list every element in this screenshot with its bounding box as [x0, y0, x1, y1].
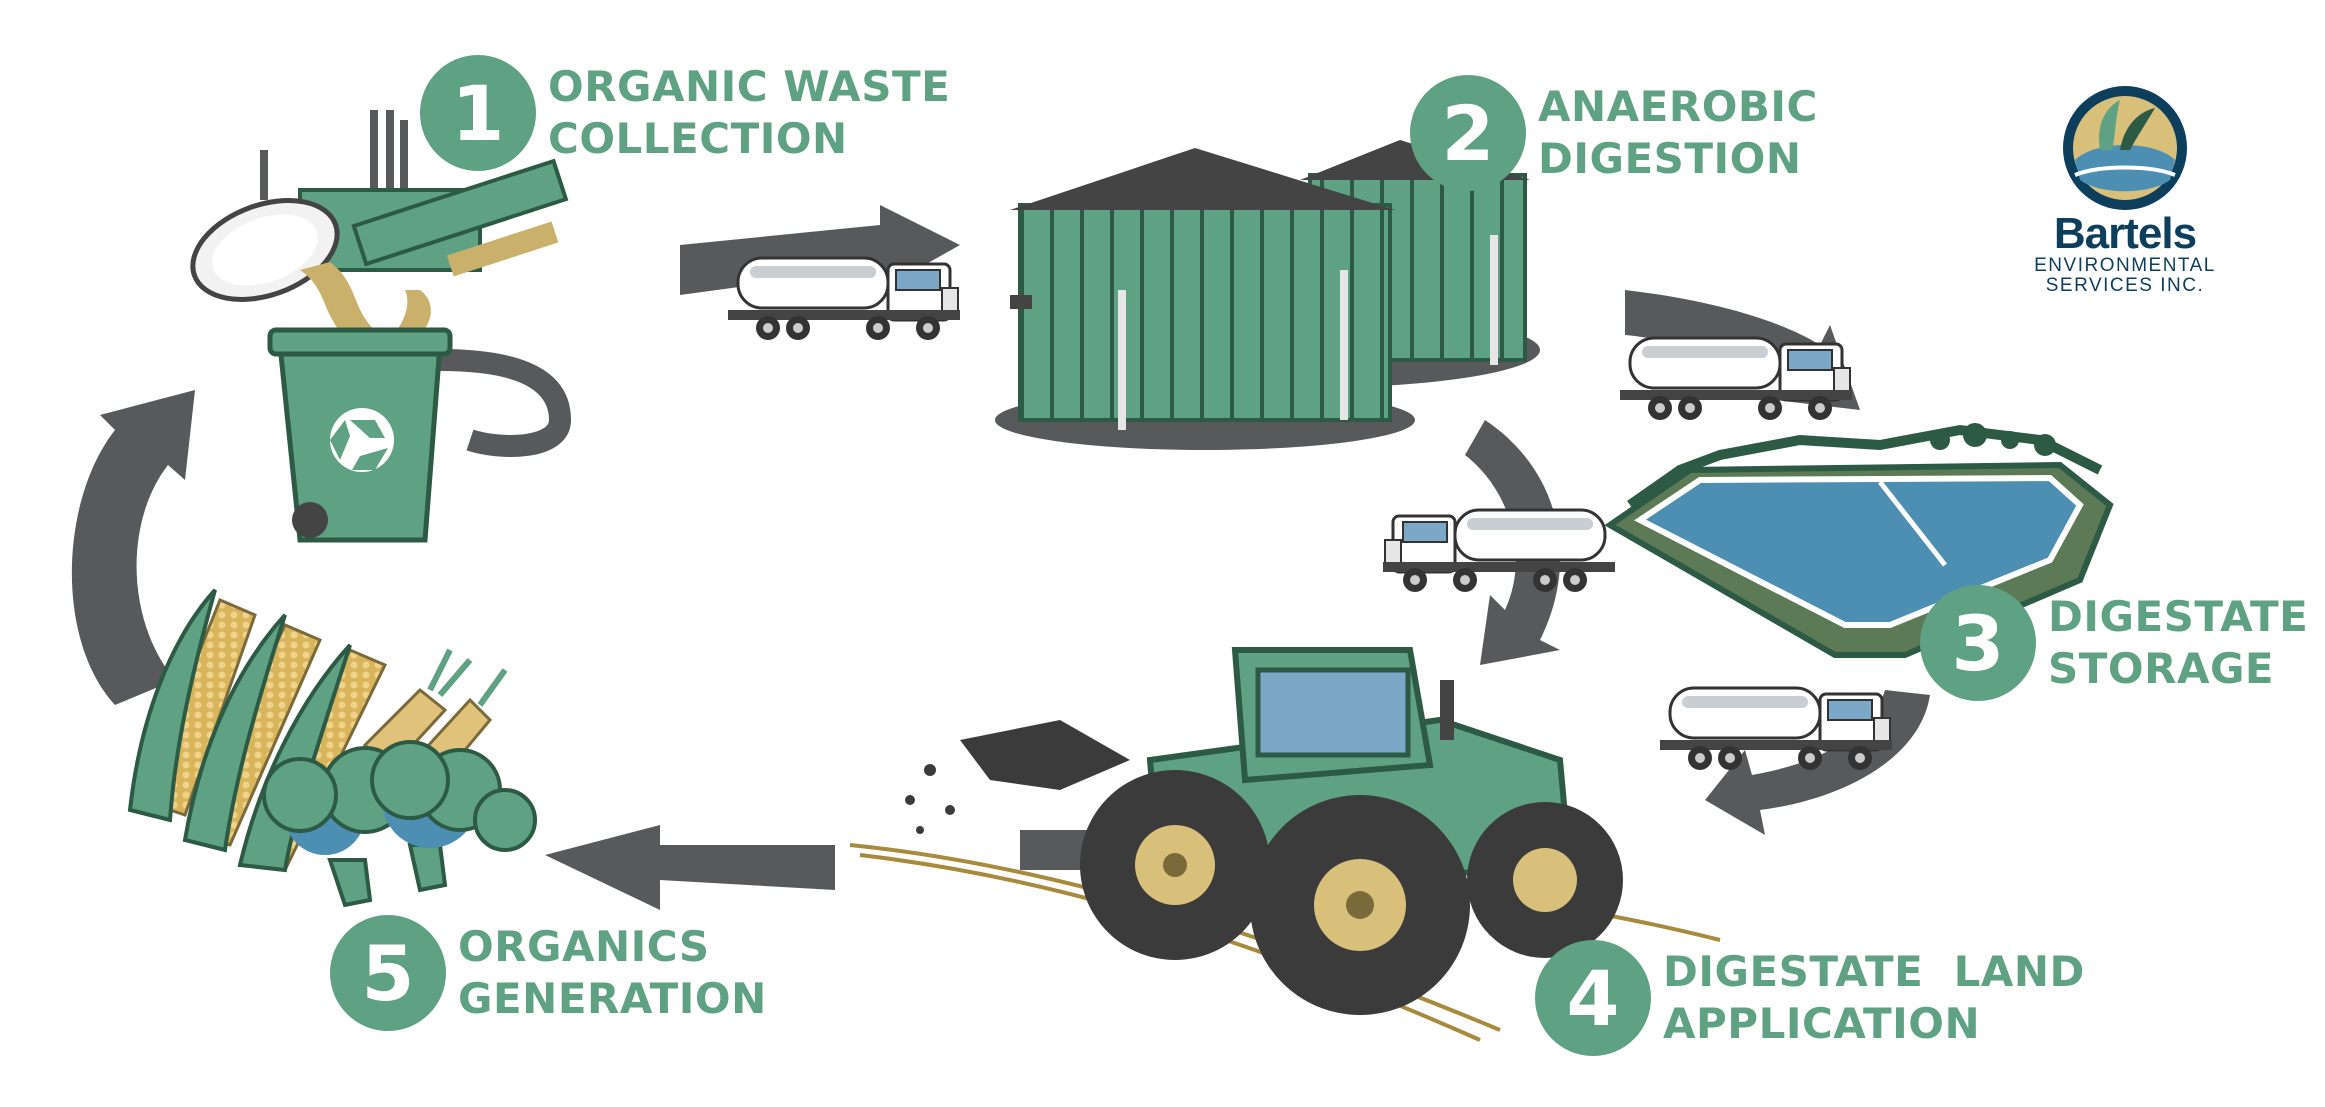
- step-4-label: DIGESTATE LAND APPLICATION: [1663, 947, 2085, 1048]
- arrow-digestion-to-application: [1465, 420, 1561, 665]
- logo-subtitle-line1: ENVIRONMENTAL: [2034, 255, 2216, 276]
- step-2: 2 ANAEROBIC DIGESTION: [1410, 75, 1818, 191]
- logo-subtitle-line2: SERVICES INC.: [2045, 275, 2205, 296]
- step-5-badge: 5: [330, 915, 446, 1031]
- step-3-label: DIGESTATE STORAGE: [2048, 592, 2309, 693]
- logo-name: Bartels: [2053, 209, 2197, 258]
- step-4: 4 DIGESTATE LAND APPLICATION: [1535, 940, 2085, 1056]
- tractor-icon: [849, 647, 1721, 1042]
- waste-bin-icon: [190, 110, 572, 543]
- step-2-badge: 2: [1410, 75, 1526, 191]
- bartels-logo: Bartels ENVIRONMENTAL SERVICES INC.: [2010, 208, 2240, 296]
- step-1-badge: 1: [420, 55, 536, 171]
- arrow-application-to-generation: [545, 825, 835, 910]
- step-2-label: ANAEROBIC DIGESTION: [1538, 82, 1818, 183]
- step-1-label: ORGANIC WASTE COLLECTION: [548, 62, 951, 163]
- step-4-badge: 4: [1535, 940, 1651, 1056]
- bartels-logo-emblem: [2063, 86, 2187, 210]
- step-3-badge: 3: [1920, 585, 2036, 701]
- broccoli-icon: [262, 740, 537, 908]
- step-1: 1 ORGANIC WASTE COLLECTION: [420, 55, 950, 171]
- recycle-icon: [330, 408, 394, 472]
- step-3: 3 DIGESTATE STORAGE: [1920, 585, 2308, 701]
- step-5: 5 ORGANICS GENERATION: [330, 915, 767, 1031]
- step-5-label: ORGANICS GENERATION: [458, 922, 767, 1023]
- arrow-generation-to-collection: [71, 390, 195, 705]
- produce-illustration: [127, 588, 537, 908]
